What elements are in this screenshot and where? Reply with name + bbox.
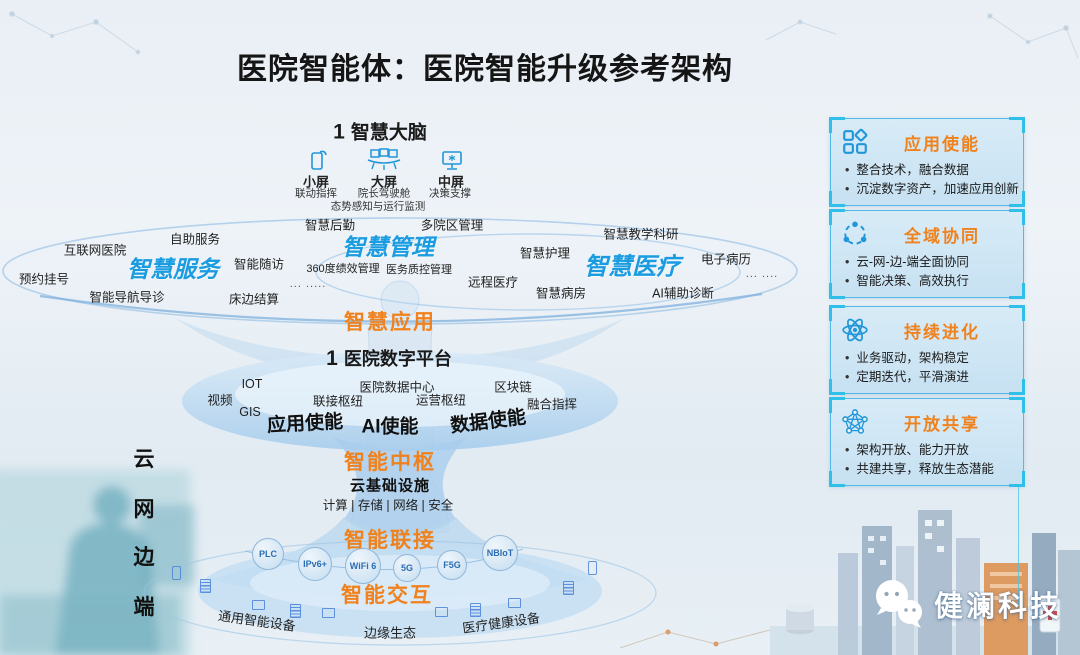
brand-name: 健澜科技	[934, 591, 1063, 623]
ring-item: 360度绩效管理	[306, 263, 380, 275]
ring-item: 互联网医院	[63, 243, 127, 258]
ring-item: 多院区管理	[420, 218, 484, 233]
server-device-icon	[563, 581, 574, 595]
ellipsis-dots: ... ....	[745, 268, 779, 280]
platform-item: 融合指挥	[526, 397, 578, 412]
monitor-device-icon	[252, 600, 265, 610]
principle-box-global-synergy: 全域协同 云-网-边-端全面协同 智能决策、高效执行	[829, 209, 1025, 299]
principle-box-continuous-evolution: 持续进化 业务驱动，架构稳定 定期迭代，平滑演进	[829, 305, 1025, 395]
principle-bullet: 架构开放、能力开放	[845, 441, 1017, 460]
layer-smart-connect: 智能联接	[344, 529, 436, 552]
layer-smart-interact: 智能交互	[341, 584, 433, 607]
screen-large-label: 大屏	[370, 174, 398, 190]
platform-item: 视频	[207, 393, 233, 408]
ring-item: 预约挂号	[18, 272, 70, 287]
brain-caption: 态势感知与运行监测	[330, 200, 426, 213]
axis-network: 网	[133, 498, 155, 521]
phone-icon	[311, 150, 327, 170]
ring-item: 智慧护理	[519, 246, 571, 261]
principle-bullet: 共建共享，释放生态潜能	[845, 460, 1017, 479]
screen-large-desc: 院长驾驶舱	[357, 187, 411, 200]
ring-item: 智能导航导诊	[89, 290, 165, 305]
axis-device: 端	[133, 596, 155, 619]
principle-bullet: 沉淀数字资产，加速应用创新	[845, 180, 1019, 199]
principle-bullet: 云-网-边-端全面协同	[845, 253, 1017, 272]
principle-box-open-sharing: 开放共享 架构开放、能力开放 共建共享，释放生态潜能	[829, 397, 1025, 487]
domain-smart-management: 智慧管理	[342, 234, 434, 260]
server-device-icon	[470, 603, 481, 617]
layer-smart-application: 智慧应用	[344, 311, 436, 334]
grid-icon	[843, 128, 868, 154]
principle-bullet: 业务驱动，架构稳定	[845, 349, 1017, 368]
platform-item: 区块链	[494, 380, 532, 395]
cloud-infra-items: 计算 | 存储 | 网络 | 安全	[322, 498, 454, 513]
platform-item: 医院数据中心	[359, 380, 435, 395]
ring-item: 智慧后勤	[304, 218, 356, 233]
monitor-device-icon	[322, 608, 335, 618]
connect-node-5g: 5G	[393, 554, 421, 582]
page-title: 医院智能体：医院智能升级参考架构	[237, 53, 733, 86]
phone-device-icon	[588, 561, 597, 575]
cockpit-screen-icon	[367, 148, 401, 170]
domain-smart-service: 智慧服务	[127, 256, 219, 282]
connect-node-ipv6: IPv6+	[298, 547, 332, 581]
platform-item: GIS	[239, 405, 261, 419]
principle-title: 持续进化	[904, 322, 980, 342]
ellipsis-dots: ... .....	[289, 278, 327, 290]
cloud-infra-title: 云基础设施	[349, 477, 431, 495]
monitor-icon	[442, 151, 462, 170]
network-graph-icon	[842, 409, 868, 434]
ring-item: 自助服务	[169, 232, 221, 247]
principle-bullet: 定期迭代，平滑演进	[845, 368, 1017, 387]
ring-item: 电子病历	[700, 252, 752, 267]
connect-node-f5g: F5G	[437, 550, 467, 580]
device-group-edge: 边缘生态	[363, 625, 417, 641]
atom-icon	[842, 318, 868, 342]
principle-bullet: 智能决策、高效执行	[845, 272, 1017, 291]
ring-item: 智能随访	[233, 257, 285, 272]
monitor-device-icon	[435, 607, 448, 617]
principle-title: 全域协同	[904, 226, 980, 246]
enabler-app: 应用使能	[266, 411, 344, 437]
ring-item: AI辅助诊断	[652, 286, 714, 301]
monitor-device-icon	[508, 598, 521, 608]
screen-small-desc: 联动指挥	[295, 187, 337, 200]
domain-smart-medical: 智慧医疗	[584, 253, 680, 281]
enabler-ai: AI使能	[361, 416, 419, 438]
ring-item: 远程医疗	[467, 275, 519, 290]
share-cycle-icon	[843, 221, 867, 245]
principle-title: 应用使能	[904, 134, 980, 154]
connect-node-nbiot: NBIoT	[482, 535, 518, 571]
screen-mid-desc: 决策支撑	[429, 187, 471, 200]
axis-cloud: 云	[133, 448, 155, 471]
server-device-icon	[290, 604, 301, 618]
brand-logo: 健澜科技	[872, 576, 1062, 632]
screen-mid-label: 中屏	[437, 174, 465, 190]
principle-bullet: 整合技术，融合数据	[845, 161, 1017, 180]
server-device-icon	[200, 579, 211, 593]
connector-line	[1018, 487, 1019, 605]
principle-title: 开放共享	[904, 414, 980, 434]
platform-item: IOT	[241, 377, 263, 391]
screen-small-label: 小屏	[302, 174, 330, 190]
ring-item: 智慧教学科研	[603, 227, 679, 242]
brain-number: 1	[333, 120, 345, 144]
ring-item: 医务质控管理	[386, 264, 452, 276]
phone-device-icon	[172, 566, 181, 580]
connect-node-plc: PLC	[252, 538, 284, 570]
axis-edge: 边	[133, 546, 155, 569]
platform-number: 1	[326, 347, 338, 370]
ring-item: 床边结算	[228, 292, 280, 307]
ring-item: 智慧病房	[535, 286, 587, 301]
platform-item: 联接枢纽	[312, 394, 364, 409]
wechat-icon	[876, 580, 922, 628]
principle-box-app-enable: 应用使能 整合技术，融合数据 沉淀数字资产，加速应用创新	[829, 117, 1025, 207]
surgery-photo-decoration	[0, 470, 195, 655]
connect-node-wifi6: WiFi 6	[345, 548, 381, 584]
platform-item: 运营枢纽	[415, 393, 467, 408]
layer-smart-hub: 智能中枢	[344, 451, 436, 474]
